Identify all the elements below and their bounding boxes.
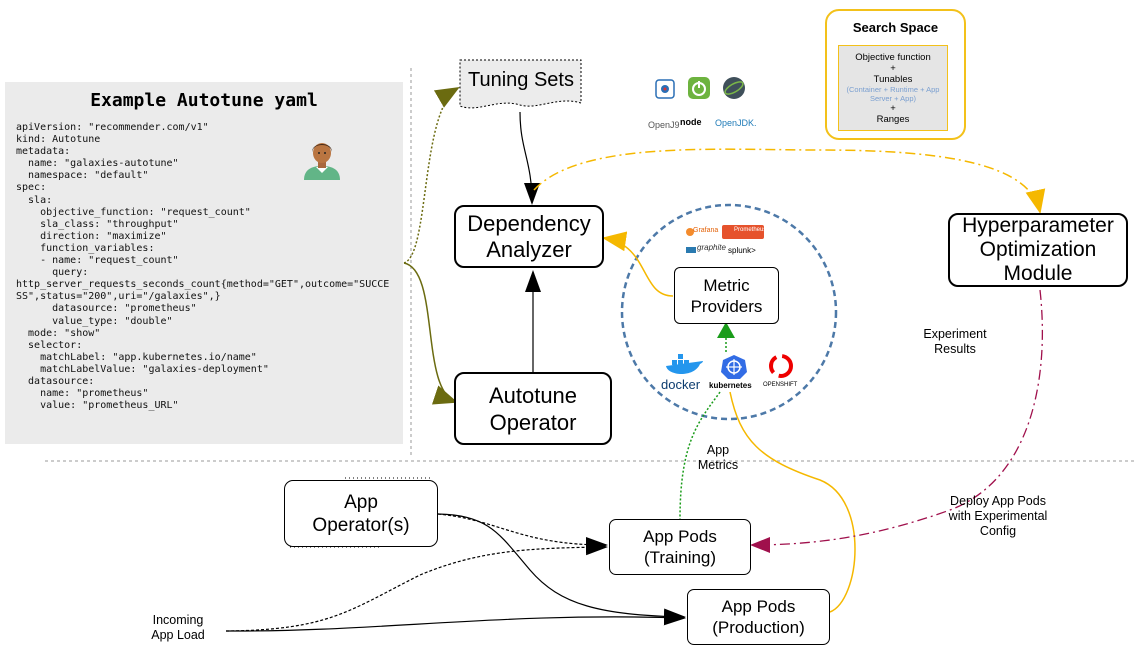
production-label-2: (Production) xyxy=(712,618,805,637)
app-metrics-line xyxy=(679,391,721,520)
openjdk-logo: OpenJDK. xyxy=(715,118,757,128)
autotune-operator-label-1: Autotune xyxy=(488,382,578,408)
app-pods-production-node[interactable]: App Pods (Production) xyxy=(687,589,830,645)
app-metrics-line-1: App xyxy=(706,443,730,457)
dependency-analyzer-node[interactable]: Dependency Analyzer xyxy=(454,205,604,268)
experiment-results-line-1: Experiment xyxy=(923,327,987,341)
autotune-operator-node[interactable]: Autotune Operator xyxy=(454,372,612,445)
hpo-to-training-arrow xyxy=(750,289,1043,553)
autotune-operator-label-2: Operator xyxy=(489,409,577,435)
deploy-pods-line-2: with Experimental xyxy=(948,509,1048,523)
yaml-panel: Example Autotune yaml apiVersion: "recom… xyxy=(5,82,403,444)
tuning-to-analyzer-arrow xyxy=(519,111,540,205)
graphite-logo: graphite xyxy=(697,243,726,252)
experiment-results-line-2: Results xyxy=(934,342,976,356)
search-space-panel: Search Space Objective function + Tunabl… xyxy=(825,9,966,140)
metric-providers-label-2: Providers xyxy=(690,296,763,316)
hpo-module-node[interactable]: Hyperparameter Optimization Module xyxy=(948,213,1128,287)
grafana-logo: Grafana xyxy=(693,227,719,234)
yaml-code: apiVersion: "recommender.com/v1" kind: A… xyxy=(16,122,390,412)
openshift-logo: OPENSHIFT xyxy=(763,382,798,388)
splunk-logo: splunk> xyxy=(728,246,756,255)
analyzer-to-hpo-arrow xyxy=(533,148,1046,214)
tuning-sets-label: Tuning Sets xyxy=(468,69,574,91)
k8s-to-production-line xyxy=(729,391,856,613)
yaml-to-operator-arrow xyxy=(403,262,458,405)
node-logo: node xyxy=(680,117,702,127)
dependency-analyzer-label-2: Analyzer xyxy=(486,236,572,262)
incoming-load-line-1: Incoming xyxy=(152,613,204,627)
docker-icon xyxy=(666,354,703,374)
ranges-text: Ranges xyxy=(876,114,910,125)
deploy-pods-line-3: Config xyxy=(979,524,1017,538)
plus-1-text: + xyxy=(890,63,896,74)
spring-icon xyxy=(688,77,710,99)
metric-providers-label-1: Metric xyxy=(703,275,750,295)
operators-to-production-arrow xyxy=(437,513,686,625)
person-icon xyxy=(304,143,340,180)
search-space-note: Objective function + Tunables (Container… xyxy=(838,45,948,131)
hpo-label-1: Hyperparameter xyxy=(962,214,1114,237)
prometheus-icon xyxy=(722,225,764,239)
incoming-load-line-2: App Load xyxy=(151,628,205,642)
tunables-detail-text: (Container + Runtime + App Server + App) xyxy=(846,85,940,103)
jenkins-icon xyxy=(655,79,675,99)
hpo-label-3: Module xyxy=(1003,262,1073,285)
hpo-label-2: Optimization xyxy=(979,238,1097,261)
tunables-text: Tunables xyxy=(873,74,913,85)
search-space-title: Search Space xyxy=(852,20,939,35)
dependency-analyzer-label-1: Dependency xyxy=(467,210,591,236)
quarkus-icon xyxy=(723,77,745,99)
yaml-title: Example Autotune yaml xyxy=(90,90,318,111)
metric-providers-node[interactable]: Metric Providers xyxy=(674,267,779,324)
training-label-2: (Training) xyxy=(643,548,717,567)
tuning-sets-node[interactable] xyxy=(458,58,584,116)
experiment-results-label: Experiment Results xyxy=(905,327,1005,357)
plus-2-text: + xyxy=(890,103,896,114)
openj9-logo: OpenJ9 xyxy=(648,120,680,130)
graphite-icon xyxy=(686,247,696,253)
load-to-production-arrow xyxy=(225,609,686,632)
app-operators-node[interactable]: App Operator(s) xyxy=(284,480,438,547)
operators-to-training-arrow xyxy=(437,513,608,553)
platform-circle xyxy=(620,203,838,421)
deploy-pods-line-1: Deploy App Pods xyxy=(950,494,1046,508)
training-label-1: App Pods xyxy=(643,527,717,546)
production-label-1: App Pods xyxy=(721,597,796,616)
providers-to-analyzer-arrow xyxy=(602,231,674,297)
incoming-load-label: Incoming App Load xyxy=(138,613,218,643)
app-pods-training-node[interactable]: App Pods (Training) xyxy=(609,519,751,575)
app-operators-label-2: Operator(s) xyxy=(312,514,410,536)
openshift-icon xyxy=(769,354,793,378)
grafana-icon xyxy=(686,228,694,236)
app-metrics-line-2: Metrics xyxy=(697,458,739,472)
kubernetes-logo: kubernetes xyxy=(709,381,752,390)
kubernetes-icon xyxy=(721,355,747,379)
yaml-to-tuning-sets-arrow xyxy=(403,86,460,264)
app-operators-label-1: App xyxy=(344,491,378,513)
objective-function-text: Objective function xyxy=(855,52,931,63)
docker-logo: docker xyxy=(661,377,701,392)
deploy-pods-label: Deploy App Pods with Experimental Config xyxy=(934,494,1062,539)
app-metrics-label: App Metrics xyxy=(688,443,748,473)
prometheus-logo: Prometheus xyxy=(734,227,767,233)
